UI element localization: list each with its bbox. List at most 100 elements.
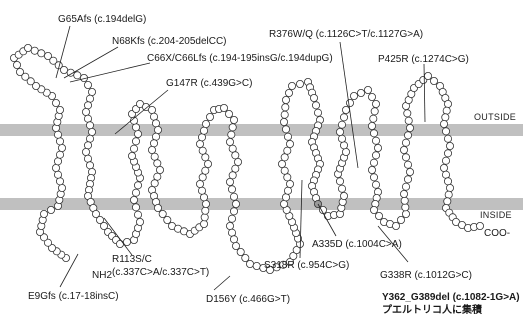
- residue: [281, 111, 288, 118]
- residue: [230, 208, 237, 215]
- residue: [58, 184, 65, 191]
- residue: [364, 86, 371, 93]
- residue: [232, 165, 239, 172]
- residue: [202, 167, 209, 174]
- residue: [442, 128, 449, 135]
- residue: [154, 160, 161, 167]
- residue: [54, 131, 61, 138]
- residue: [370, 206, 377, 213]
- residue: [445, 191, 452, 198]
- residue: [405, 117, 412, 124]
- residue: [440, 120, 447, 127]
- residue: [406, 168, 413, 175]
- residue: [56, 178, 63, 185]
- residue: [86, 95, 93, 102]
- residue: [340, 114, 347, 121]
- residue: [342, 106, 349, 113]
- residue: [38, 50, 45, 57]
- residue: [310, 94, 317, 101]
- residue: [84, 155, 91, 162]
- residue: [402, 204, 409, 211]
- residue: [198, 187, 205, 194]
- residue: [280, 200, 287, 207]
- residue: [357, 89, 364, 96]
- mutation-a335d: A335D (c.1004C>A): [312, 239, 402, 250]
- residue: [444, 135, 451, 142]
- residue: [253, 262, 260, 269]
- residue: [196, 140, 203, 147]
- residue: [246, 260, 253, 267]
- residue: [159, 210, 166, 217]
- residue: [230, 116, 237, 123]
- residue: [406, 124, 413, 131]
- residue: [54, 158, 61, 165]
- residue: [88, 88, 95, 95]
- residue: [82, 108, 89, 115]
- residue: [286, 140, 293, 147]
- residue: [24, 44, 31, 51]
- residue: [226, 178, 233, 185]
- residue: [314, 109, 321, 116]
- residue: [199, 174, 206, 181]
- founder-note: プエルトリコ人に集積: [382, 303, 483, 316]
- residue: [340, 192, 347, 199]
- mutation-d156y: D156Y (c.466G>T): [206, 294, 290, 305]
- residue: [136, 218, 143, 225]
- residue: [278, 160, 285, 167]
- residue: [442, 114, 449, 121]
- residue: [229, 172, 236, 179]
- residue: [285, 89, 292, 96]
- residue: [237, 248, 244, 255]
- residue: [134, 211, 141, 218]
- residue: [202, 207, 209, 214]
- residue: [232, 200, 239, 207]
- residue: [446, 184, 453, 191]
- residue: [392, 222, 399, 229]
- mutation-g147r: G147R (c.439G>C): [166, 78, 252, 89]
- residue: [372, 100, 379, 107]
- residue: [84, 115, 91, 122]
- residue: [220, 104, 227, 111]
- residue: [156, 166, 163, 173]
- residue: [200, 220, 207, 227]
- residue: [444, 178, 451, 185]
- residue: [151, 153, 158, 160]
- residue: [342, 148, 349, 155]
- residue: [370, 174, 377, 181]
- mutation-s318r: S318R (c.954C>G): [264, 260, 349, 271]
- residue: [288, 82, 295, 89]
- residue: [52, 164, 59, 171]
- residue: [368, 166, 375, 173]
- residue: [228, 215, 235, 222]
- residue: [370, 115, 377, 122]
- residue: [200, 127, 207, 134]
- leader-c66x: [70, 63, 150, 82]
- residue: [443, 107, 450, 114]
- residue: [152, 133, 159, 140]
- residue: [202, 154, 209, 161]
- residue: [402, 183, 409, 190]
- residue: [40, 210, 47, 217]
- residue: [82, 148, 89, 155]
- mutation-r113sc-name: R113S/C: [112, 254, 152, 265]
- residue: [476, 222, 483, 229]
- residue: [242, 254, 249, 261]
- residue: [52, 99, 59, 106]
- residue: [230, 193, 237, 200]
- residue: [232, 152, 239, 159]
- residue: [404, 161, 411, 168]
- residue: [132, 204, 139, 211]
- residue: [88, 128, 95, 135]
- mutation-g65afs: G65Afs (c.194delG): [58, 14, 146, 25]
- residue: [150, 140, 157, 147]
- residue: [338, 135, 345, 142]
- residue: [442, 171, 449, 178]
- leader-r376wq: [340, 42, 358, 168]
- residue: [204, 160, 211, 167]
- residue: [284, 133, 291, 140]
- residue: [234, 158, 241, 165]
- residue: [74, 72, 81, 79]
- residue: [202, 120, 209, 127]
- n-terminus-label: NH2: [92, 270, 112, 281]
